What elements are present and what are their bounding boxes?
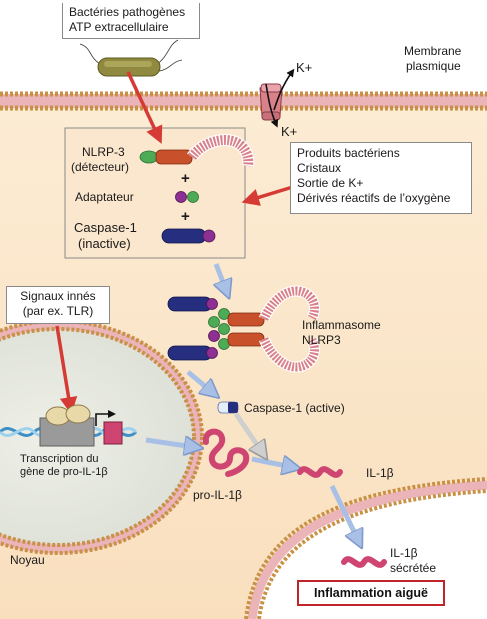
nlrp3-detector-icon [139,133,255,167]
arrow-il1b-to-secreted [329,484,358,540]
plasma-membrane [0,91,487,111]
pathogen-line-1: Bactéries pathogènes [69,5,186,19]
transcription-label-1: Transcription du [20,453,99,465]
pro-il1b-label: pro-IL-1β [193,488,242,502]
k-plus-inside: K+ [281,124,298,139]
membrane-label-1: Membrane [404,44,462,58]
adapter-icon [175,191,199,203]
arrow-inflammasome-to-caspase [186,370,212,392]
caspase-1-inactive-icon [161,228,216,244]
innate-line-1: Signaux innés [20,289,96,303]
il1b-icon [297,466,343,478]
il1b-secreted-icon [341,556,387,568]
gene-promoter-icon [0,404,138,447]
nlrp3-label-1: NLRP-3 [82,145,125,159]
arrow-caspase-to-il1b [233,412,262,452]
arrow-innate-to-gene [55,325,78,415]
arrow-gene-to-pro-il1b [145,440,194,447]
nlrp3-label-2: (détecteur) [71,160,130,174]
nucleus-label: Noyau [10,553,45,567]
plus-sign-2: + [181,208,190,225]
il1b-label: IL-1β [366,466,394,480]
k-plus-outside: K+ [296,60,313,75]
transcription-label-2: gène de pro-IL-1β [20,466,108,478]
stimuli-item: Cristaux [297,161,342,175]
stimuli-box: Produits bactériens Cristaux Sortie de K… [290,142,472,214]
plus-sign-1: + [181,170,190,187]
inflammasome-label-2: NLRP3 [302,333,341,347]
pathogen-box: Bactéries pathogènes ATP extracellulaire [62,3,200,39]
arrow-complex-to-inflammasome [216,263,226,290]
caspase-inactive-label-2: (inactive) [78,236,131,251]
stimuli-item: Dérivés réactifs de l’oxygène [297,191,451,205]
adapter-label: Adaptateur [75,190,134,204]
potassium-channel-icon [259,68,295,128]
bacterium-icon [79,39,183,77]
arrow-pathogen-to-nlrp3 [126,71,163,144]
acute-inflammation-box: Inflammation aiguë [297,580,445,606]
innate-line-2: (par ex. TLR) [22,304,94,318]
caspase-active-label: Caspase-1 (active) [244,401,345,415]
membrane-label-2: plasmique [406,59,461,73]
il1b-secreted-label-1: IL-1β [390,546,418,560]
stimuli-item: Sortie de K+ [297,176,364,190]
il1b-secreted-label-2: sécrétée [390,561,437,575]
stimuli-item: Produits bactériens [297,146,400,160]
pathogen-line-2: ATP extracellulaire [69,20,169,34]
innate-signals-box: Signaux innés (par ex. TLR) [6,286,110,324]
pro-il1b-icon [202,428,250,477]
arrow-stimuli-to-complex [241,184,297,206]
inflammasome-icon [167,285,320,373]
caspase-1-active-icon [217,401,239,414]
caspase-inactive-label-1: Caspase-1 [74,220,137,235]
inflammasome-label-1: Inflammasome [302,318,381,332]
